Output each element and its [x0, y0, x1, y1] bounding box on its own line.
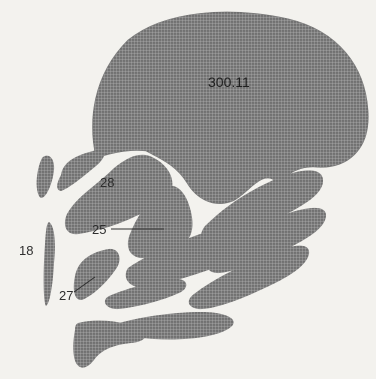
label-28: 28	[100, 175, 114, 190]
label-300-11: 300.11	[208, 74, 250, 90]
region-lower-hook	[73, 321, 146, 368]
region-27	[74, 249, 120, 300]
region-left-fragment-a	[37, 156, 54, 198]
label-27: 27	[59, 288, 73, 303]
label-25: 25	[92, 222, 106, 237]
label-18: 18	[19, 243, 33, 258]
region-18-sliver	[44, 222, 55, 306]
